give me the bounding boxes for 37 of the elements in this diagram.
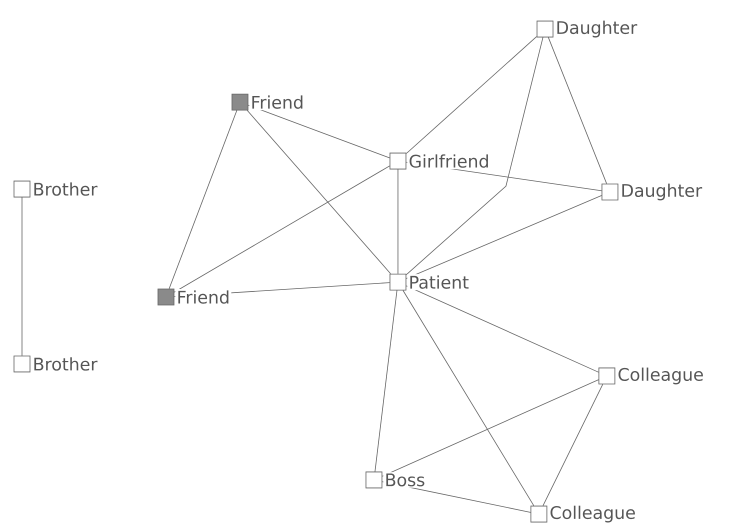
- node-label: Colleague: [548, 504, 638, 524]
- node-square: [602, 184, 618, 200]
- connector-line: [548, 37, 607, 184]
- connector-line: [168, 110, 238, 290]
- connector-line: [402, 290, 534, 506]
- node-square: [232, 94, 248, 111]
- node-label: Colleague: [616, 366, 706, 386]
- connector-line: [406, 36, 538, 154]
- node-label: Brother: [31, 181, 99, 198]
- node-square: [158, 288, 174, 306]
- connector-line: [374, 290, 398, 472]
- node-square: [390, 274, 406, 290]
- node-square: [14, 180, 30, 198]
- node-label: Daughter: [554, 19, 639, 39]
- node-square: [598, 368, 616, 384]
- node-label: Friend: [252, 95, 302, 109]
- connector-line: [174, 166, 390, 293]
- node-label: Boss: [386, 474, 424, 486]
- node-label: Brother: [31, 356, 99, 372]
- connector-line: [542, 384, 604, 506]
- node-square: [390, 152, 406, 170]
- node-square: [536, 20, 554, 38]
- node-label: Daughter: [619, 182, 704, 202]
- node-label: Girlfriend: [410, 154, 488, 168]
- node-label: Friend: [249, 94, 306, 110]
- connector-line: [248, 104, 390, 158]
- node-square: [14, 356, 30, 372]
- node-label: Friend: [178, 290, 228, 304]
- connector-line: [246, 110, 391, 274]
- connector-line: [406, 285, 599, 373]
- connector-line: [406, 37, 544, 276]
- node-square: [366, 472, 382, 488]
- connector-line: [382, 379, 599, 477]
- node-label: Patient: [410, 275, 469, 289]
- connector-line: [406, 195, 602, 279]
- node-label: Friend: [175, 289, 232, 306]
- node-square: [530, 506, 548, 522]
